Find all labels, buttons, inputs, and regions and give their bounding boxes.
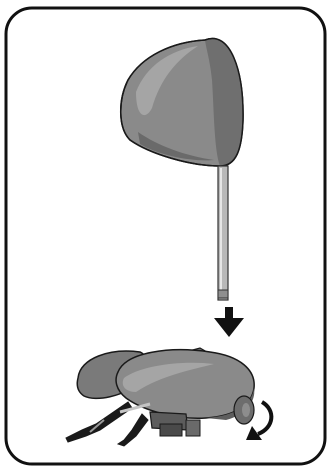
headrest-post-icon: [218, 166, 228, 300]
